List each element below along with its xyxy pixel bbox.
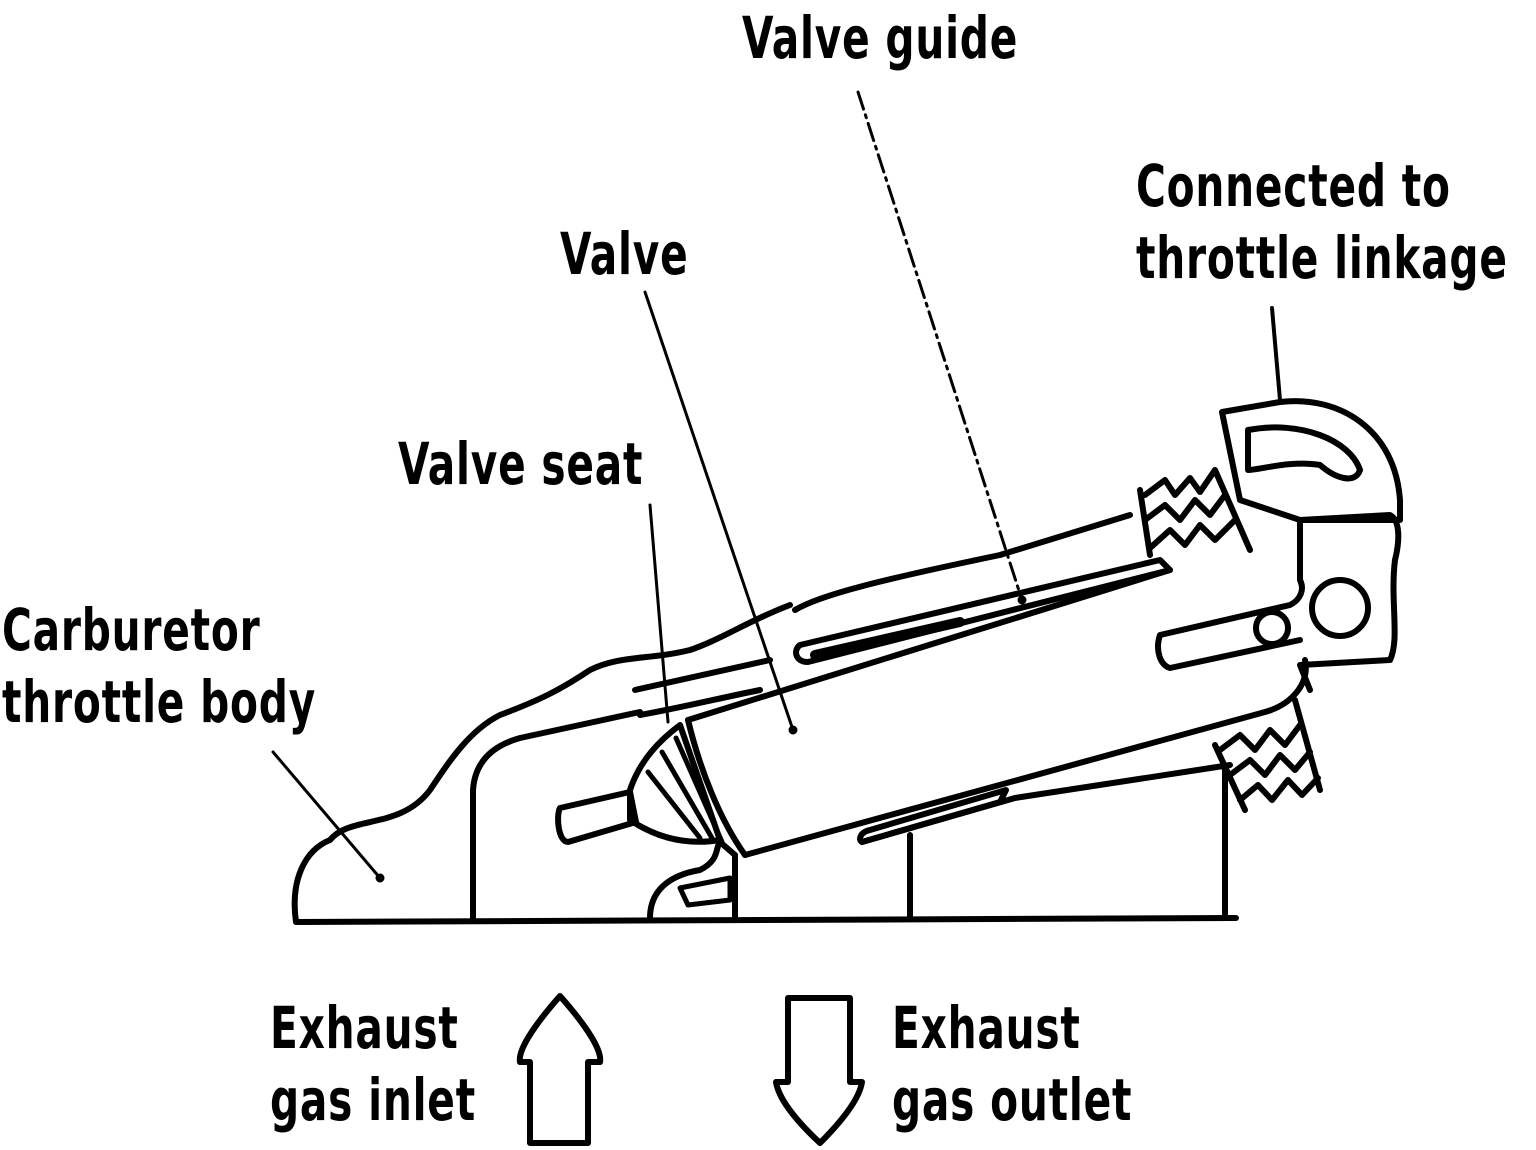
label-inlet-line1: Exhaust — [270, 994, 459, 1062]
linkage-pivot — [1309, 577, 1371, 639]
label-carburetor-throttle-body: Carburetor throttle body — [2, 594, 316, 738]
linkage-pin — [1253, 609, 1291, 647]
label-valve-guide-text: Valve guide — [742, 4, 1019, 72]
lower-port — [647, 839, 738, 921]
valve-stem — [555, 789, 639, 845]
label-carb-line2: throttle body — [2, 668, 317, 736]
carburetor-leader — [271, 750, 382, 880]
linkage-hook-slot — [1245, 424, 1363, 482]
valve-leader-dot — [788, 725, 798, 735]
label-exhaust-gas-inlet: Exhaust gas inlet — [270, 992, 476, 1136]
label-outlet-line2: gas outlet — [892, 1066, 1133, 1134]
upper-housing-line-2 — [637, 687, 763, 718]
label-connected-to-throttle-linkage: Connected to throttle linkage — [1136, 150, 1508, 294]
label-valve-seat: Valve seat — [398, 428, 643, 500]
label-connected-line2: throttle linkage — [1136, 224, 1508, 292]
valve-guide-inner — [810, 617, 965, 660]
valve-leader — [643, 290, 795, 732]
carburetor-body-outline — [291, 602, 793, 925]
carburetor-leader-dot — [375, 873, 385, 883]
lower-spring — [1212, 697, 1323, 813]
base-line — [293, 915, 1239, 925]
label-connected-line1: Connected to — [1136, 152, 1451, 220]
upper-housing-line — [632, 512, 1133, 693]
label-exhaust-gas-outlet: Exhaust gas outlet — [892, 992, 1132, 1136]
valve-guide-leader-dot — [1017, 595, 1027, 605]
lower-guide-tube — [857, 787, 1009, 845]
valve-seat-rings — [645, 735, 725, 845]
label-valve-seat-text: Valve seat — [398, 430, 644, 498]
valve-guide-tube — [793, 557, 1173, 665]
label-valve-text: Valve — [560, 220, 689, 288]
lower-housing — [732, 762, 1233, 921]
linkage-hook — [1219, 398, 1403, 523]
throttle-body-inner-wall — [470, 709, 643, 921]
label-outlet-line1: Exhaust — [892, 994, 1081, 1062]
label-valve-guide: Valve guide — [742, 2, 1018, 74]
linkage-block — [1155, 512, 1402, 693]
outlet-arrow-icon — [773, 995, 865, 1146]
valve-guide-leader — [856, 90, 1024, 602]
label-inlet-line2: gas inlet — [270, 1066, 476, 1134]
valve-body-end — [685, 717, 748, 858]
valve-body — [685, 567, 1309, 858]
label-carb-line1: Carburetor — [2, 596, 261, 664]
valve-seat-leader — [648, 503, 670, 724]
linkage-leader — [1270, 306, 1282, 402]
label-valve: Valve — [560, 218, 688, 290]
lower-port-inner — [677, 875, 733, 908]
inlet-arrow-icon — [516, 993, 604, 1146]
upper-spring — [1137, 467, 1253, 558]
